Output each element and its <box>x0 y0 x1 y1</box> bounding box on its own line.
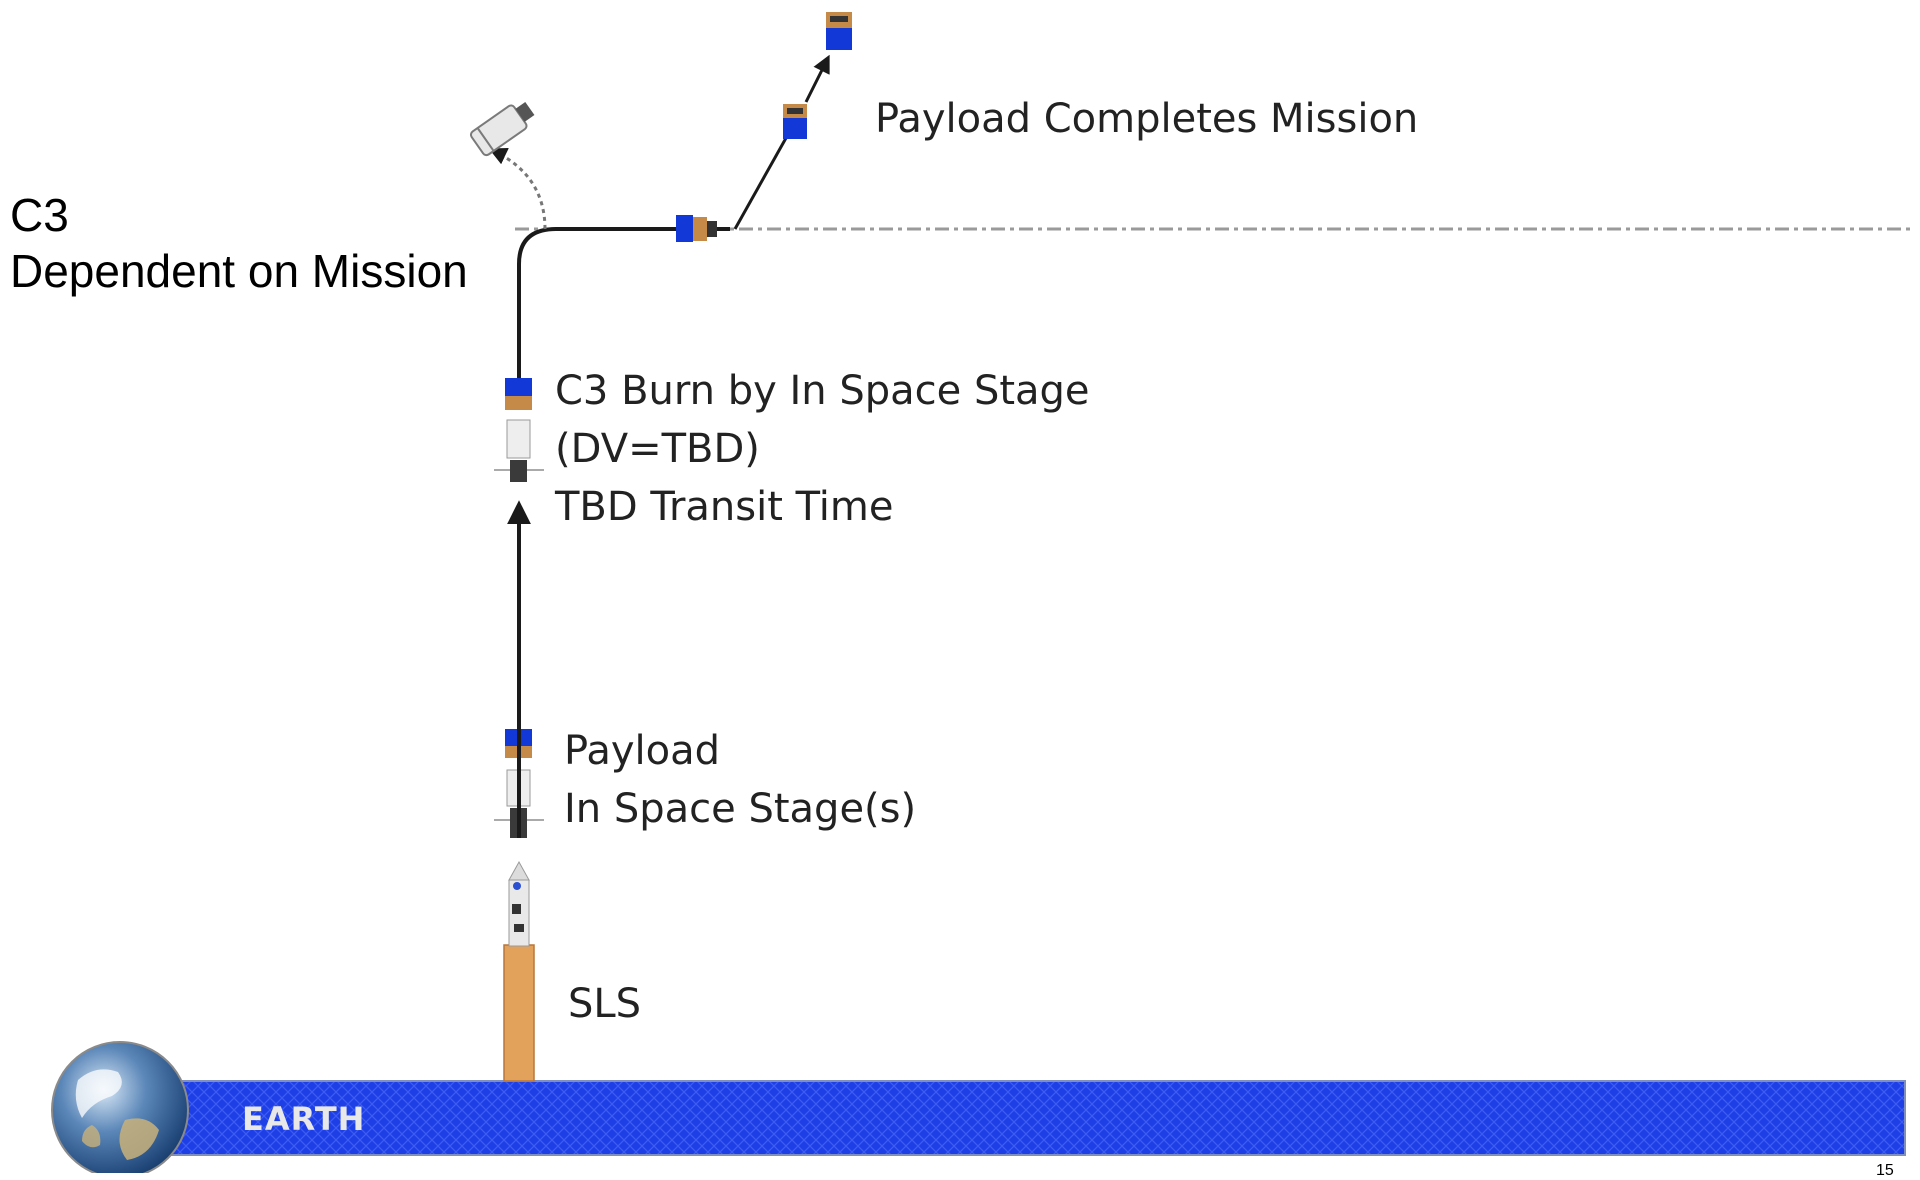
globe-icon <box>51 1041 189 1173</box>
sls-label: SLS <box>568 981 642 1027</box>
c3-burn-label: C3 Burn by In Space Stage (DV=TBD) TBD T… <box>555 362 1090 536</box>
c3-label-subtitle: Dependent on Mission <box>10 245 468 297</box>
c3-line-label: C3 Dependent on Mission <box>10 187 468 299</box>
c3-label-title: C3 <box>10 189 69 241</box>
payload-stack-label-line2: In Space Stage(s) <box>564 786 917 832</box>
payload-departure-trajectory <box>733 121 797 230</box>
c3-burn-stage-icon <box>494 378 544 482</box>
c3-burn-label-line3: TBD Transit Time <box>555 484 894 530</box>
earth-band <box>149 1080 1906 1156</box>
payload-final-icon <box>826 12 852 50</box>
coast-trajectory <box>517 227 730 378</box>
discarded-stage-icon <box>469 101 535 157</box>
payload-at-c3-icon <box>676 215 717 242</box>
payload-cruise-icon <box>783 104 807 139</box>
c3-burn-label-line2: (DV=TBD) <box>555 426 760 472</box>
page-number: 15 <box>1876 1162 1894 1179</box>
c3-burn-label-line1: C3 Burn by In Space Stage <box>555 368 1090 414</box>
earth-label: EARTH <box>242 1100 366 1138</box>
mission-complete-label: Payload Completes Mission <box>875 96 1419 142</box>
payload-final-trajectory <box>804 54 830 103</box>
payload-stack-label-line1: Payload <box>564 728 720 774</box>
stage-disposal-path <box>488 148 547 230</box>
sls-rocket-icon <box>503 860 535 1082</box>
payload-stack-label: Payload In Space Stage(s) <box>564 722 916 838</box>
